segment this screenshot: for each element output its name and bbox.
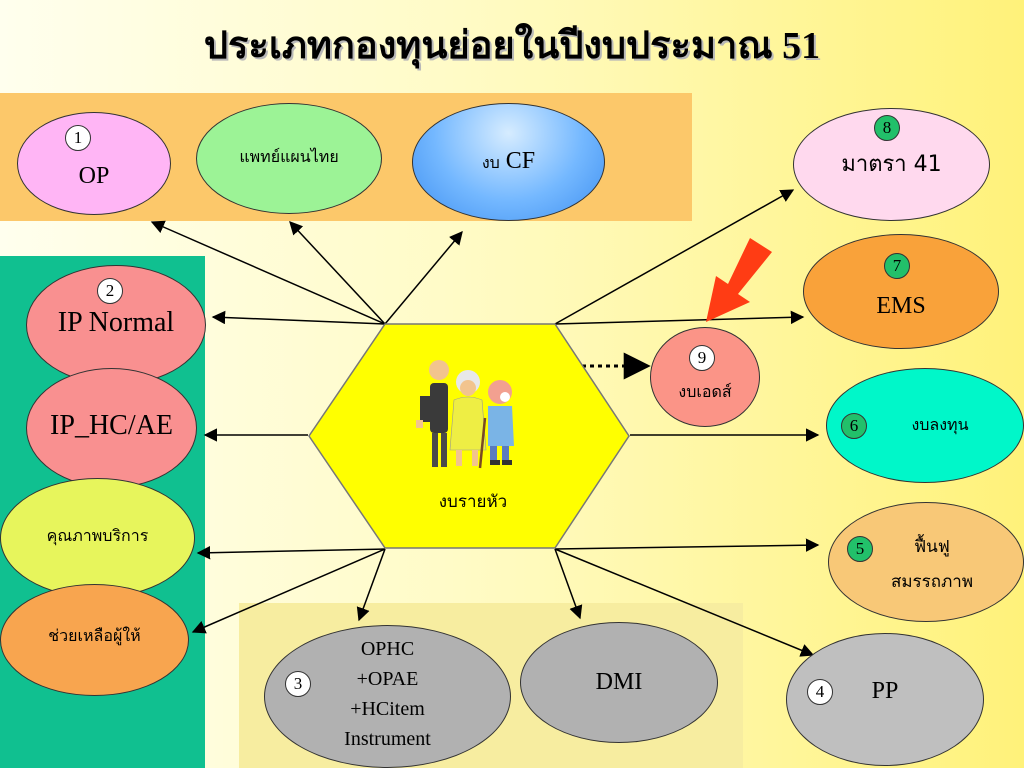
node-line-4: Instrument bbox=[344, 728, 431, 750]
node-line-1: OPHC bbox=[360, 638, 415, 660]
node-label: งบลงทุน bbox=[911, 415, 969, 434]
arrow-to-ophc bbox=[356, 548, 386, 622]
node-pp: 4 PP bbox=[786, 633, 984, 766]
node-label: DMI bbox=[595, 669, 643, 695]
node-capital: 6 งบลงทุน bbox=[826, 368, 1024, 483]
node-service-quality: คุณภาพบริการ bbox=[0, 478, 195, 598]
node-ophc: 3 OPHC +OPAE +HCitem Instrument bbox=[264, 625, 511, 768]
arrow-to-thai-medicine bbox=[289, 221, 386, 325]
number-badge: 5 bbox=[847, 536, 873, 562]
node-provider-help: ช่วยเหลือผู้ให้ bbox=[0, 584, 189, 696]
node-label: งบเอดส์ bbox=[678, 382, 732, 401]
arrow-to-ip-normal bbox=[211, 310, 386, 325]
number-badge: 1 bbox=[65, 125, 91, 151]
node-label: EMS bbox=[876, 293, 926, 319]
node-label: คุณภาพบริการ bbox=[46, 526, 149, 545]
node-label: OP bbox=[78, 163, 110, 189]
node-label: แพทย์แผนไทย bbox=[239, 147, 339, 166]
node-ems: 7 EMS bbox=[803, 234, 999, 349]
node-dmi: DMI bbox=[520, 622, 718, 743]
number-badge: 4 bbox=[807, 679, 833, 705]
node-label: มาตรา 41 bbox=[841, 152, 942, 177]
node-label: ช่วยเหลือผู้ให้ bbox=[48, 626, 141, 645]
arrow-to-section41 bbox=[554, 189, 795, 325]
arrow-to-rehab bbox=[554, 538, 820, 552]
node-section41: 8 มาตรา 41 bbox=[793, 108, 990, 221]
node-ip-normal: 2 IP Normal bbox=[26, 265, 206, 385]
arrow-to-service-quality bbox=[196, 545, 386, 560]
center-label: งบรายหัว bbox=[438, 492, 508, 512]
node-label-prefix: งบ bbox=[481, 153, 500, 172]
number-badge: 2 bbox=[97, 278, 123, 304]
arrow-to-cf bbox=[384, 230, 463, 325]
node-label: PP bbox=[871, 678, 899, 704]
node-label: IP_HC/AE bbox=[50, 410, 173, 441]
node-label-wrap: งบ CF bbox=[413, 148, 604, 174]
node-label: CF bbox=[505, 148, 536, 174]
arrow-to-op bbox=[150, 220, 386, 325]
node-label-line2: สมรรถภาพ bbox=[890, 572, 974, 592]
node-thai-medicine: แพทย์แผนไทย bbox=[196, 103, 382, 214]
arrow-to-pp bbox=[554, 548, 815, 657]
node-aids: 9 งบเอดส์ bbox=[650, 327, 760, 427]
number-badge: 7 bbox=[884, 253, 910, 279]
node-cf: งบ CF bbox=[412, 103, 605, 221]
page-title: ประเภทกองทุนย่อยในปีงบประมาณ 51 bbox=[203, 25, 821, 67]
node-op: 1 OP bbox=[17, 112, 171, 215]
node-rehab: 5 ฟื้นฟู สมรรถภาพ bbox=[828, 502, 1024, 622]
node-label-line1: ฟื้นฟู bbox=[914, 537, 950, 557]
highlight-arrow-icon bbox=[706, 238, 772, 322]
number-badge: 3 bbox=[285, 671, 311, 697]
arrow-to-dmi bbox=[554, 548, 583, 620]
arrow-to-ems bbox=[554, 310, 805, 325]
arrow-to-provider-help bbox=[191, 548, 386, 634]
node-line-3: +HCitem bbox=[350, 698, 425, 720]
number-badge: 9 bbox=[689, 345, 715, 371]
number-badge: 8 bbox=[874, 115, 900, 141]
number-badge: 6 bbox=[841, 413, 867, 439]
elderly-people-icon bbox=[416, 360, 514, 469]
node-ip-hc: IP_HC/AE bbox=[26, 368, 197, 488]
node-label: IP Normal bbox=[57, 307, 175, 338]
node-line-2: +OPAE bbox=[356, 668, 419, 690]
